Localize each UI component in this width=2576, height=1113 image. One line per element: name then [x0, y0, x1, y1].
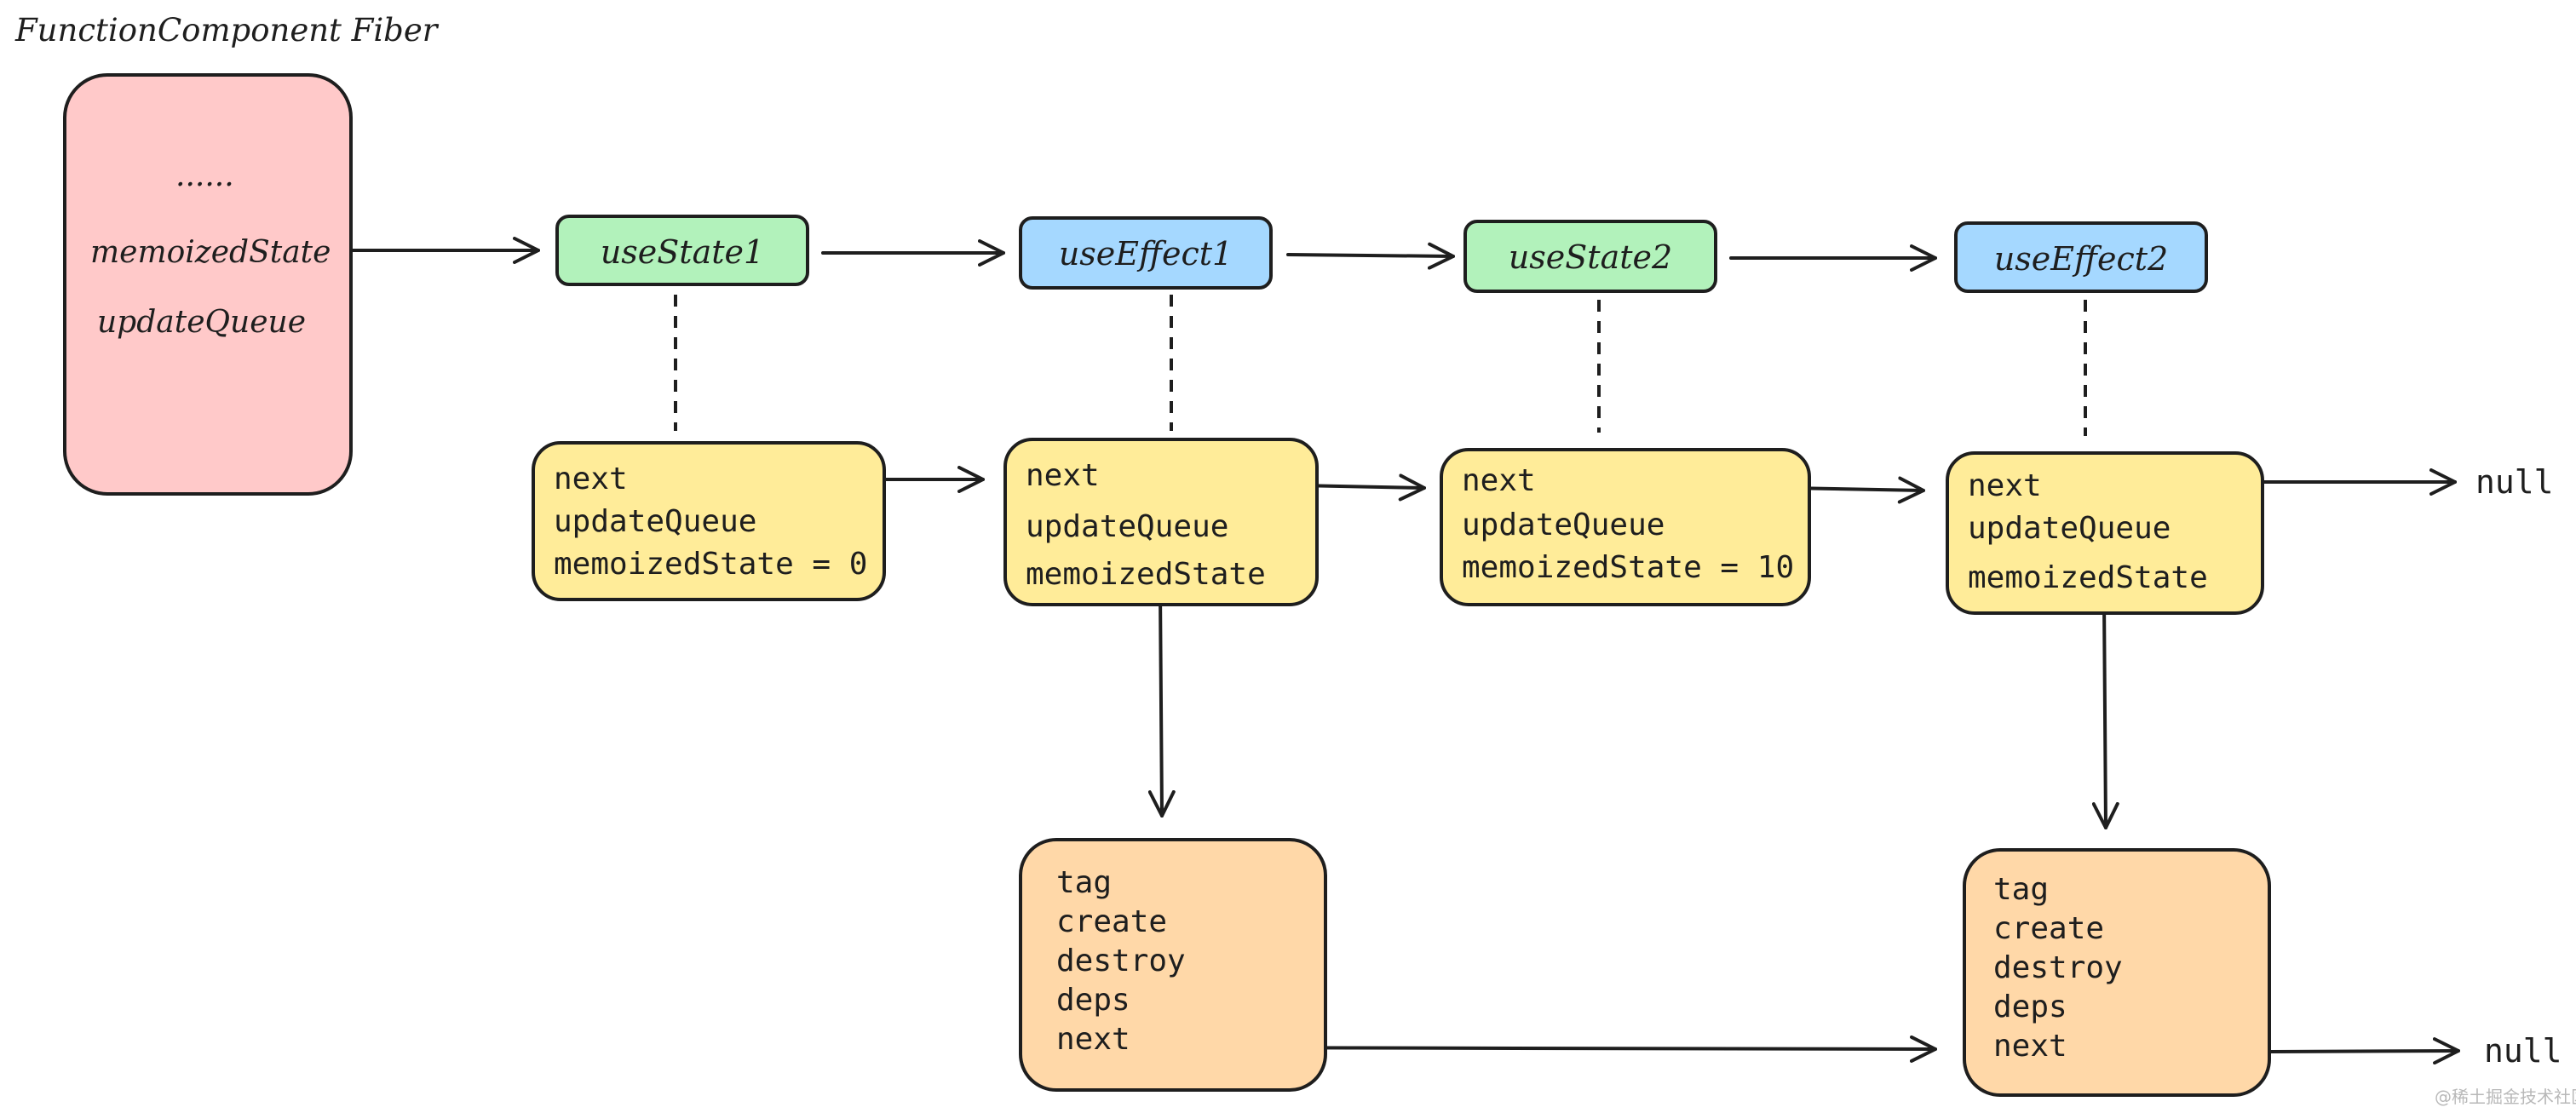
hook-object-1: next updateQueue memoizedState = 0: [532, 441, 886, 601]
field-memoized-state: memoizedState = 10: [1462, 550, 1795, 585]
field-deps: deps: [1993, 990, 2067, 1024]
field-memoized-state: memoizedState = 0: [554, 547, 868, 582]
hook-label: useEffect2: [1993, 240, 2169, 278]
effect-object-2: tag create destroy deps next: [1963, 848, 2271, 1097]
hook-object-3: next updateQueue memoizedState = 10: [1440, 448, 1811, 606]
field-memoized-state: memoizedState: [1026, 557, 1266, 592]
hook-useeffect1: useEffect1: [1019, 216, 1273, 290]
hook-usestate2: useState2: [1463, 220, 1717, 293]
hook-object-2: next updateQueue memoizedState: [1003, 438, 1319, 606]
hook-object-4: next updateQueue memoizedState: [1946, 451, 2264, 615]
hook-usestate1: useState1: [555, 215, 809, 286]
hook-label: useEffect1: [1058, 235, 1233, 273]
field-next: next: [1968, 468, 2042, 503]
hook-label: useState1: [600, 233, 765, 271]
field-destroy: destroy: [1993, 950, 2123, 985]
field-update-queue: updateQueue: [554, 504, 757, 539]
arrow-memoized-to-effect2: [2091, 598, 2119, 829]
field-update-queue: updateQueue: [1026, 509, 1229, 544]
hook-useeffect2: useEffect2: [1954, 221, 2208, 293]
field-deps: deps: [1056, 983, 1130, 1018]
null-label-hooks: null: [2475, 463, 2554, 501]
fiber-node: ...... memoizedState updateQueue: [63, 73, 353, 496]
field-next: next: [1462, 463, 1536, 498]
fiber-ellipsis: ......: [175, 158, 234, 193]
field-update-queue: updateQueue: [1968, 511, 2171, 546]
field-next: next: [1056, 1022, 1130, 1057]
diagram-title: FunctionComponent Fiber: [15, 12, 438, 49]
field-tag: tag: [1056, 865, 1113, 900]
effect-object-1: tag create destroy deps next: [1019, 838, 1327, 1092]
fiber-update-queue: updateQueue: [97, 305, 307, 340]
field-memoized-state: memoizedState: [1968, 560, 2208, 595]
field-destroy: destroy: [1056, 944, 1186, 978]
fiber-memoized-state: memoizedState: [90, 235, 331, 270]
arrow-memoized-to-effect1: [1147, 589, 1176, 818]
field-next: next: [554, 462, 628, 496]
field-create: create: [1993, 911, 2105, 946]
hook-label: useState2: [1508, 238, 1673, 276]
field-next: next: [1993, 1029, 2067, 1064]
field-tag: tag: [1993, 872, 2050, 907]
field-create: create: [1056, 904, 1168, 939]
field-update-queue: updateQueue: [1462, 508, 1665, 542]
watermark: @稀土掘金技术社区: [2435, 1087, 2576, 1107]
field-next: next: [1026, 458, 1100, 493]
null-label-effects: null: [2484, 1032, 2562, 1070]
arrow-useeffect1-to-usestate2: [1286, 242, 1455, 270]
